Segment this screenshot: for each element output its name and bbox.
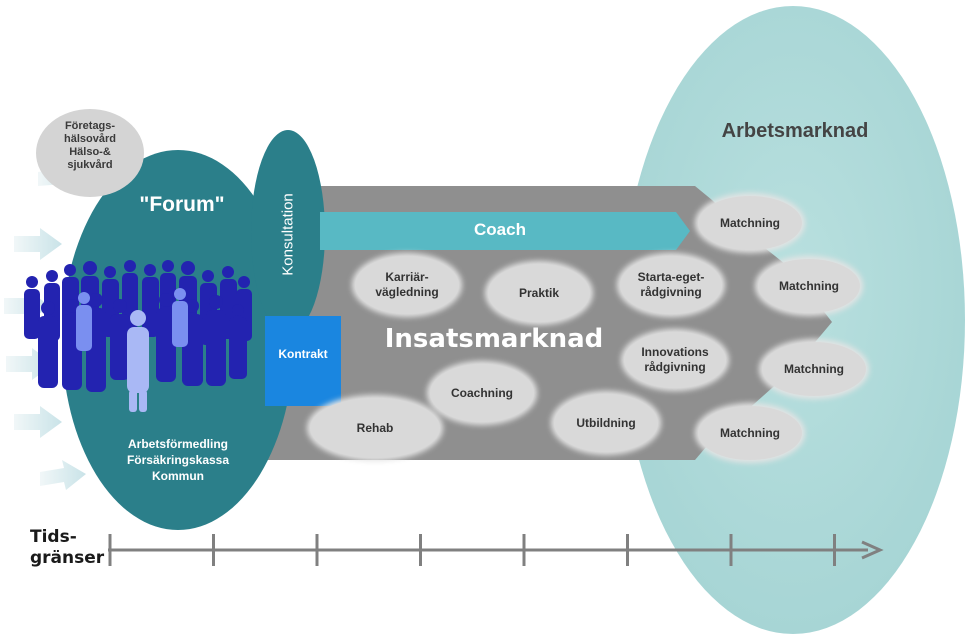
healthcare-line: Hälso-& <box>69 146 111 158</box>
matchning-oval: Matchning <box>698 196 802 250</box>
member-fk: Försäkringskassa <box>126 453 230 467</box>
insatsmarknad-band <box>262 186 832 460</box>
member-kommun: Kommun <box>152 469 204 483</box>
matchning-oval: Matchning <box>698 406 802 460</box>
intervention-line: Innovations <box>641 345 709 359</box>
intervention-utbildning: Utbildning <box>554 394 658 452</box>
intervention-rehab: Rehab <box>310 398 440 458</box>
forum-members: Arbetsförmedling Försäkringskassa Kommun <box>100 436 256 484</box>
matchning-label: Matchning <box>720 425 780 440</box>
matchning-label: Matchning <box>779 278 839 293</box>
healthcare-line: Företags- <box>64 120 116 132</box>
intervention-line: Coachning <box>451 385 513 400</box>
intervention-line: rådgivning <box>640 285 702 299</box>
intervention-line: rådgivning <box>644 360 706 374</box>
intervention-line: Praktik <box>518 285 560 300</box>
timeline-label-line: gränser <box>30 548 105 568</box>
intervention-line: vägledning <box>375 285 439 299</box>
kontrakt-box <box>265 316 341 406</box>
intervention-starta-eget: Starta-eget-rådgivning <box>620 256 722 314</box>
timeline-arrowhead <box>861 540 884 560</box>
healthcare-line: hälsovård <box>64 133 116 145</box>
timeline <box>108 534 884 566</box>
healthcare-bubble <box>36 109 144 197</box>
intervention-line: Utbildning <box>576 415 636 430</box>
timeline-label-line: Tids- <box>30 527 77 547</box>
intervention-praktik: Praktik <box>488 264 590 322</box>
konsultation-ellipse <box>251 130 325 334</box>
healthcare-bubble-text: Företags- hälsovård Hälso-& sjukvård <box>44 120 136 172</box>
kontrakt-label: Kontrakt <box>278 347 328 361</box>
incoming-arrow <box>14 406 62 438</box>
intervention-line: Starta-eget- <box>637 270 705 284</box>
insatsmarknad-title: Insatsmarknad <box>384 324 604 354</box>
member-afm: Arbetsförmedling <box>127 437 228 451</box>
coach-label: Coach <box>474 220 526 239</box>
intervention-line: Rehab <box>356 420 394 435</box>
forum-title: "Forum" <box>139 193 225 216</box>
incoming-arrow <box>14 228 62 260</box>
coach-bar <box>320 212 690 250</box>
matchning-label: Matchning <box>720 215 780 230</box>
healthcare-line: sjukvård <box>67 159 113 171</box>
intervention-line: Karriär- <box>385 270 429 284</box>
incoming-arrow <box>40 460 86 490</box>
crowd-icon <box>24 260 252 412</box>
intervention-coachning: Coachning <box>430 364 534 422</box>
matchning-label: Matchning <box>784 361 844 376</box>
matchning-oval: Matchning <box>762 342 866 396</box>
matchning-oval: Matchning <box>758 259 860 313</box>
intervention-karriarvagledning: Karriär-vägledning <box>355 256 459 314</box>
arbetsmarknad-title: Arbetsmarknad <box>721 120 869 142</box>
timeline-label: Tids- gränser <box>30 527 120 569</box>
konsultation-label: Konsultation <box>279 193 297 276</box>
